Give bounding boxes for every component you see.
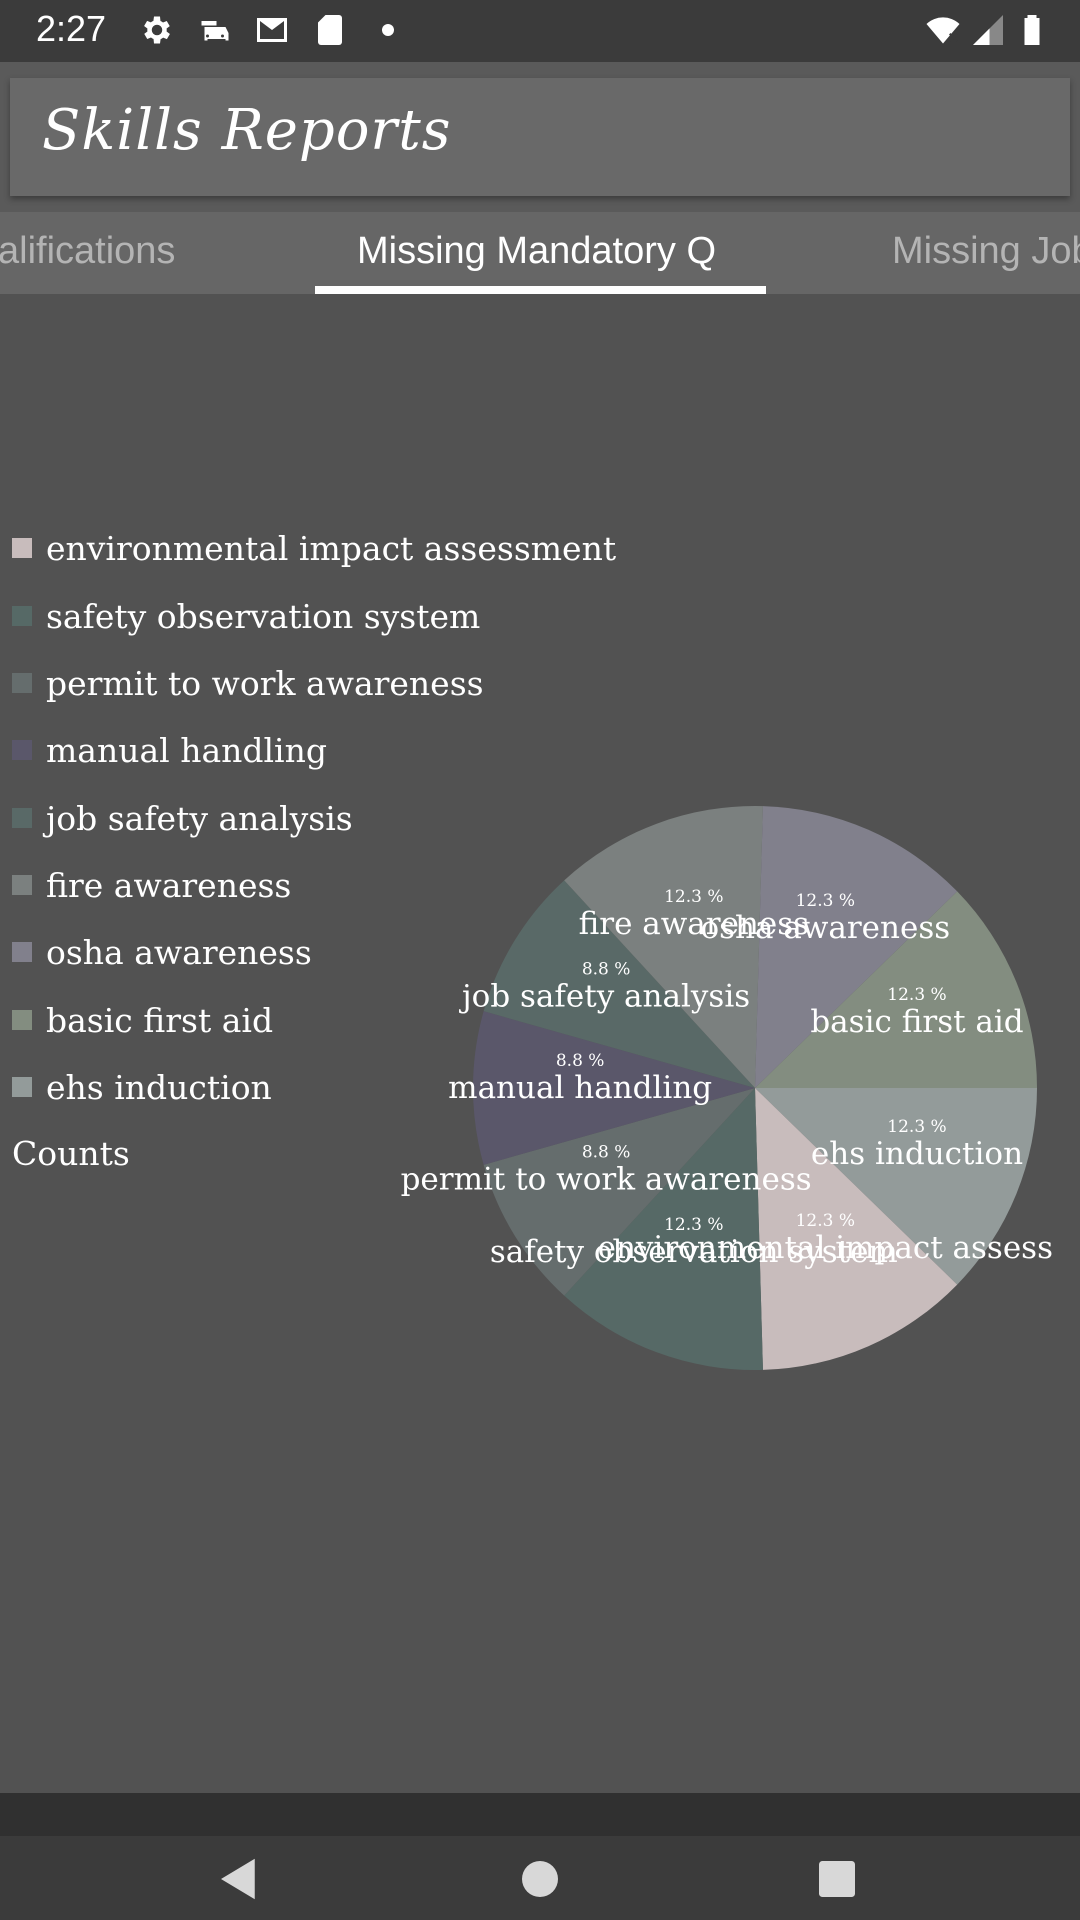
tab-bar: alifications Missing Mandatory Q Missing…: [0, 212, 1080, 294]
pie-slice: [755, 1088, 958, 1370]
slice-label: fire awareness: [579, 906, 810, 942]
car-icon: [195, 12, 235, 48]
legend-item: osha awareness: [12, 932, 312, 972]
slice-percent-label: 12.3 %: [664, 887, 723, 907]
wifi-icon: [920, 12, 966, 48]
legend-swatch: [12, 1077, 32, 1097]
tab-missing-job[interactable]: Missing Job: [892, 230, 1080, 272]
slice-label: safety observation system: [490, 1234, 898, 1270]
pie-slice: [564, 1088, 763, 1370]
bottom-strip: [0, 1793, 1080, 1836]
legend-item: fire awareness: [12, 865, 291, 905]
pie-slice: [755, 1088, 1037, 1285]
legend-swatch: [12, 942, 32, 962]
slice-percent-label: 12.3 %: [796, 891, 855, 911]
pie-slice: [755, 891, 1037, 1088]
pie-slice: [564, 806, 763, 1088]
mail-icon: [252, 12, 292, 48]
dot-icon: [368, 12, 408, 48]
slice-label: basic first aid: [810, 1004, 1023, 1040]
slice-percent-label: 12.3 %: [887, 985, 946, 1005]
legend-item: basic first aid: [12, 1000, 273, 1040]
slice-percent-label: 8.8 %: [582, 1143, 631, 1163]
legend-swatch: [12, 606, 32, 626]
slice-percent-label: 12.3 %: [664, 1215, 723, 1235]
legend-item: environmental impact assessment: [12, 528, 616, 568]
slice-percent-label: 12.3 %: [887, 1117, 946, 1137]
navigation-bar: [0, 1836, 1080, 1920]
home-icon[interactable]: [513, 1852, 567, 1906]
legend-item: safety observation system: [12, 596, 480, 636]
legend-swatch: [12, 538, 32, 558]
legend-label: ehs induction: [46, 1067, 272, 1107]
battery-icon: [1012, 12, 1052, 48]
legend-swatch: [12, 740, 32, 760]
tab-indicator: [315, 286, 766, 294]
legend-swatch: [12, 1010, 32, 1030]
pie-slice: [472, 1011, 755, 1165]
legend-title: Counts: [12, 1134, 130, 1173]
legend-label: manual handling: [46, 730, 327, 770]
slice-label: manual handling: [448, 1070, 712, 1106]
back-icon[interactable]: [212, 1852, 266, 1906]
legend-label: basic first aid: [46, 1000, 274, 1040]
app-title: Skills Reports: [42, 98, 452, 163]
legend-item: ehs induction: [12, 1067, 272, 1107]
recents-icon[interactable]: [810, 1852, 864, 1906]
status-bar: 2:27: [0, 0, 1080, 62]
legend-label: job safety analysis: [46, 798, 353, 838]
status-time: 2:27: [36, 8, 107, 49]
sd-card-icon: [310, 12, 350, 48]
legend-item: manual handling: [12, 730, 327, 770]
slice-percent-label: 12.3 %: [796, 1211, 855, 1231]
legend-swatch: [12, 673, 32, 693]
slice-label: ehs induction: [811, 1136, 1023, 1172]
legend-label: fire awareness: [46, 865, 292, 905]
legend-item: job safety analysis: [12, 798, 353, 838]
legend-label: safety observation system: [46, 596, 481, 636]
legend-item: permit to work awareness: [12, 663, 484, 703]
pie-slice: [755, 806, 958, 1088]
tab-missing-mandatory[interactable]: Missing Mandatory Q: [357, 230, 717, 272]
slice-label: environmental impact assess: [598, 1230, 1053, 1266]
slice-label: osha awareness: [700, 910, 950, 946]
app-bar: Skills Reports: [10, 78, 1070, 196]
pie-slice: [483, 880, 755, 1088]
slice-percent-label: 8.8 %: [582, 959, 631, 979]
slice-label: job safety analysis: [459, 978, 750, 1014]
signal-icon: [968, 12, 1008, 48]
legend-label: environmental impact assessment: [46, 528, 617, 568]
legend-label: osha awareness: [46, 932, 312, 972]
gear-icon: [137, 12, 177, 48]
legend-swatch: [12, 808, 32, 828]
pie-slice: [483, 1088, 755, 1296]
tab-qualifications[interactable]: alifications: [0, 230, 176, 272]
slice-percent-label: 8.8 %: [556, 1051, 605, 1071]
legend-label: permit to work awareness: [46, 663, 484, 703]
legend-swatch: [12, 875, 32, 895]
slice-label: permit to work awareness: [401, 1162, 812, 1198]
